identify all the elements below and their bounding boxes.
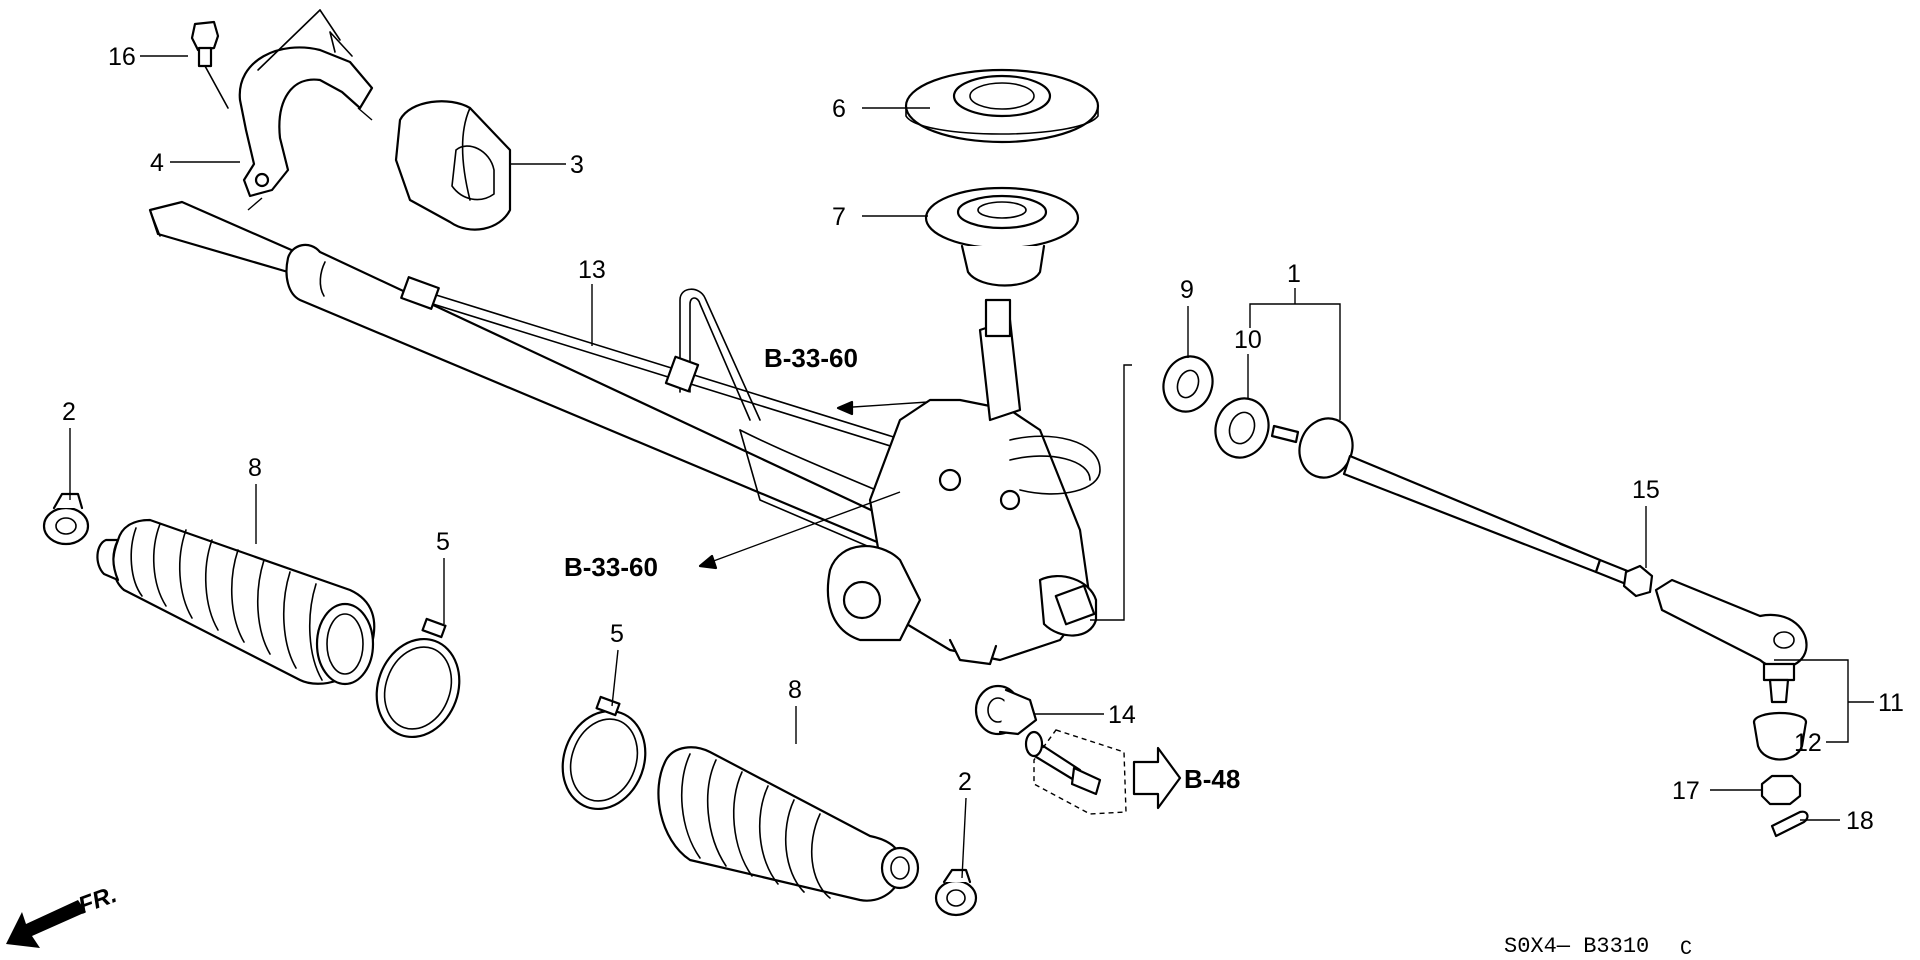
part-10-lock-washer [1214, 397, 1270, 459]
callout-2-right: 2 [958, 768, 972, 796]
part-11-tie-rod-end [1654, 578, 1808, 704]
part-16-bolt [190, 20, 229, 109]
part-6-mount [904, 68, 1100, 144]
part-14-mount-bushing [974, 684, 1102, 796]
callout-3: 3 [570, 151, 584, 179]
front-direction-label: FR. [75, 881, 121, 920]
part-9-washer [1162, 355, 1214, 413]
callout-2-left: 2 [62, 398, 76, 426]
diagram-code-suffix: C [1680, 938, 1692, 960]
part-5-clamp-left [375, 617, 461, 739]
callout-8-left: 8 [248, 454, 262, 482]
leader-lines [69, 55, 1874, 879]
bolt-group-outline [1033, 729, 1127, 815]
reference-b-33-60-lower: B-33-60 [564, 552, 658, 582]
callout-5-right: 5 [610, 620, 624, 648]
gearbox-valve-body [826, 298, 1101, 666]
part-4-bracket [238, 9, 374, 211]
callout-15: 15 [1632, 476, 1660, 504]
callout-17: 17 [1672, 777, 1700, 805]
callout-1: 1 [1287, 260, 1301, 288]
callout-6: 6 [832, 95, 846, 123]
front-direction-arrow-icon [6, 900, 86, 948]
b48-arrow-icon [1132, 746, 1182, 810]
callout-numbers: 16 4 3 6 7 13 2 8 5 5 8 2 9 1 10 15 11 1… [62, 43, 1904, 835]
callout-9: 9 [1180, 276, 1194, 304]
part-3-bushing [394, 100, 512, 231]
diagram-code: S0X4— B3310 [1504, 934, 1649, 959]
callout-13: 13 [578, 256, 606, 284]
reference-b-48: B-48 [1184, 764, 1240, 794]
callout-5-left: 5 [436, 528, 450, 556]
callout-12: 12 [1794, 729, 1822, 757]
part-1-tie-rod [1270, 417, 1632, 586]
callout-11: 11 [1878, 689, 1904, 717]
part-5-clamp-right [561, 695, 647, 811]
callout-10: 10 [1234, 326, 1262, 354]
callout-8-right: 8 [788, 676, 802, 704]
callout-4: 4 [150, 149, 164, 177]
part-8-boot-right [657, 746, 920, 902]
part-17-nut [1760, 774, 1802, 806]
part-15-nut [1622, 564, 1654, 598]
callout-7: 7 [832, 203, 846, 231]
reference-labels: B-33-60 B-33-60 B-48 [564, 343, 1240, 794]
part-7-seal [924, 186, 1080, 287]
reference-b-33-60-upper: B-33-60 [764, 343, 858, 373]
part-12-dust-seal [1752, 711, 1808, 761]
part-2-clip-right [934, 868, 978, 917]
callout-18: 18 [1846, 807, 1874, 835]
callout-16: 16 [108, 43, 136, 71]
part-18-cotter-pin [1770, 810, 1809, 838]
part-8-boot-left [96, 518, 376, 686]
callout-14: 14 [1108, 701, 1136, 729]
part-2-clip-left [42, 492, 90, 546]
